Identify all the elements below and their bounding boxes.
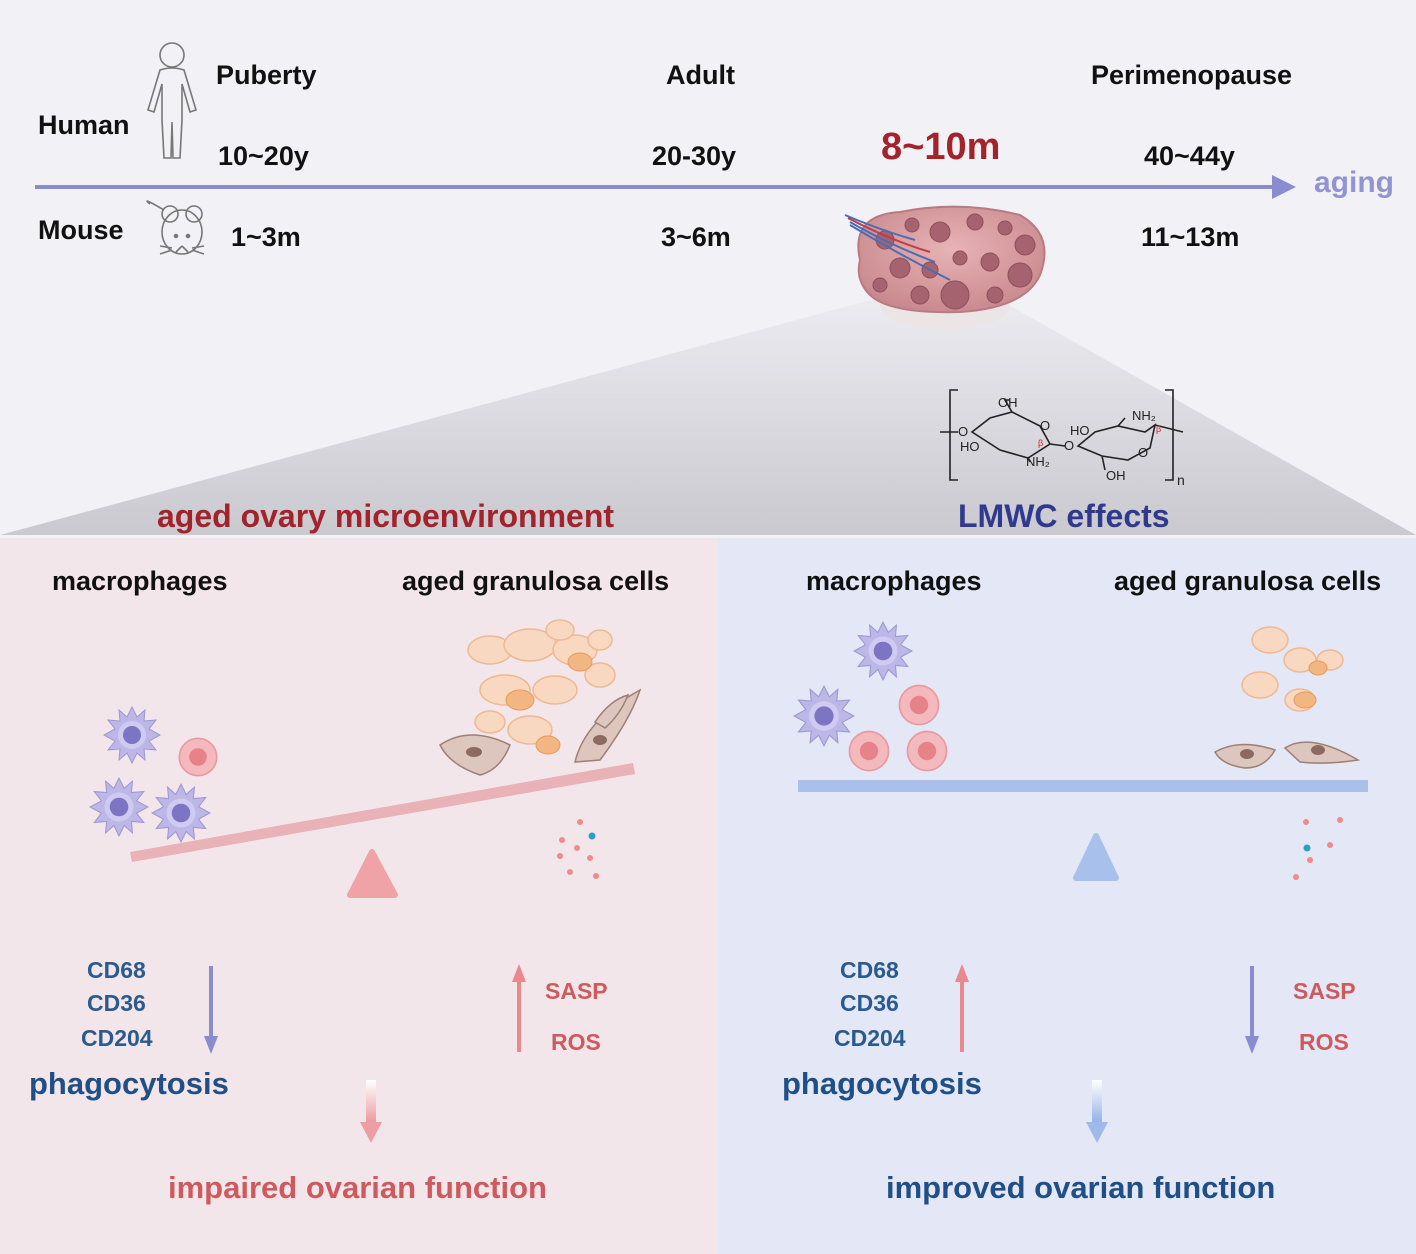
left-sasp-ros-dots <box>557 819 599 879</box>
stage-puberty: Puberty <box>216 60 317 90</box>
left-panel-title: aged ovary microenvironment <box>157 498 615 534</box>
stage-adult: Adult <box>666 60 735 90</box>
human-age-perimenopause: 40~44y <box>1144 141 1235 171</box>
human-icon <box>147 42 197 159</box>
beta-left-label: β <box>1038 438 1044 448</box>
timeline-arrowhead <box>1272 175 1296 199</box>
o-mid-label: O <box>1064 438 1075 453</box>
left-seesaw <box>130 763 635 898</box>
ho-left-label: HO <box>960 439 980 454</box>
aging-label: aging <box>1314 166 1394 199</box>
left-marker-cd204: CD204 <box>81 1025 153 1051</box>
left-macrophages-label: macrophages <box>52 566 228 596</box>
left-phagocytosis-label: phagocytosis <box>29 1066 229 1101</box>
left-phagocytosis-down-arrow <box>204 966 218 1054</box>
left-outcome-label: impaired ovarian function <box>168 1170 547 1205</box>
right-granulosa-cells <box>1213 626 1361 769</box>
right-marker-cd36: CD36 <box>840 990 899 1016</box>
n-label: n <box>1177 472 1185 488</box>
beta-right-label: β <box>1156 424 1162 434</box>
right-macrophages <box>793 621 948 772</box>
right-sasp-ros-dots <box>1293 817 1343 880</box>
ho-right-label: HO <box>1070 423 1090 438</box>
left-outcome-arrow <box>360 1080 382 1143</box>
mouse-age-perimenopause: 11~13m <box>1141 222 1240 252</box>
o-ring-left-label: O <box>1040 418 1051 433</box>
right-macrophages-label: macrophages <box>806 566 982 596</box>
right-sasp-down-arrow <box>1245 966 1259 1054</box>
right-ros-label: ROS <box>1299 1029 1349 1055</box>
o-left-label: O <box>958 424 969 439</box>
right-marker-cd68: CD68 <box>840 957 899 983</box>
lmwc-structure <box>940 389 1184 481</box>
left-granulosa-cells <box>439 619 642 776</box>
human-label: Human <box>38 110 130 140</box>
right-sasp-label: SASP <box>1293 978 1356 1004</box>
ovary-illustration <box>844 205 1046 330</box>
right-seesaw <box>798 780 1368 881</box>
right-marker-cd204: CD204 <box>834 1025 906 1051</box>
mouse-icon <box>146 200 205 255</box>
mouse-label: Mouse <box>38 215 124 245</box>
left-sasp-label: SASP <box>545 978 608 1004</box>
right-panel-title: LMWC effects <box>958 498 1170 534</box>
right-phagocytosis-up-arrow <box>955 964 969 1052</box>
left-marker-cd36: CD36 <box>87 990 146 1016</box>
human-age-adult: 20-30y <box>652 141 737 171</box>
o-ring-right-label: O <box>1138 445 1149 460</box>
oh-top-label: OH <box>998 395 1018 410</box>
nh2-right-label: NH₂ <box>1132 408 1156 423</box>
mouse-age-adult: 3~6m <box>661 222 731 252</box>
stage-perimenopause: Perimenopause <box>1091 60 1293 90</box>
left-macrophages <box>89 706 218 843</box>
right-outcome-label: improved ovarian function <box>886 1170 1276 1205</box>
nh2-left-label: NH₂ <box>1026 454 1050 469</box>
human-age-puberty: 10~20y <box>218 141 309 171</box>
right-phagocytosis-label: phagocytosis <box>782 1066 982 1101</box>
oh-bottom-label: OH <box>1106 468 1126 483</box>
right-granulosa-label: aged granulosa cells <box>1114 566 1382 596</box>
left-sasp-up-arrow <box>512 964 526 1052</box>
left-ros-label: ROS <box>551 1029 601 1055</box>
right-outcome-arrow <box>1086 1080 1108 1143</box>
left-granulosa-label: aged granulosa cells <box>402 566 670 596</box>
zoom-funnel <box>0 292 1416 535</box>
left-marker-cd68: CD68 <box>87 957 146 983</box>
highlight-age: 8~10m <box>881 126 1001 168</box>
mouse-age-puberty: 1~3m <box>231 222 301 252</box>
